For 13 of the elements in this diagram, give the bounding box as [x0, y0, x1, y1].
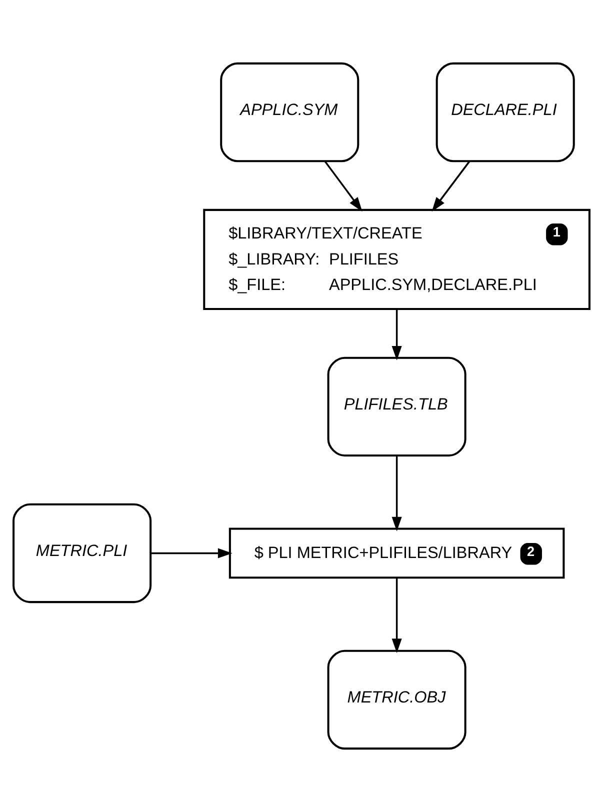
arrow: [432, 160, 470, 212]
node-box: $ PLI METRIC+PLIFILES/LIBRARY 2: [228, 528, 565, 579]
arrow: [150, 548, 232, 558]
node-box: PLIFILES.TLB: [327, 356, 466, 457]
node-box: APPLIC.SYM: [220, 62, 360, 162]
node-box: METRIC.OBJ: [327, 650, 466, 750]
node-box: $LIBRARY/TEXT/CREATE 1 $_LIBRARY: PLIFILES $_FILE: APPLIC.SYM,DECLARE.PLI: [203, 208, 590, 310]
arrow: [392, 578, 402, 653]
arrow: [324, 160, 362, 212]
arrow: [392, 309, 402, 360]
node-box: DECLARE.PLI: [436, 62, 575, 162]
arrow: [392, 456, 402, 532]
node-box: METRIC.PLI: [12, 503, 152, 604]
